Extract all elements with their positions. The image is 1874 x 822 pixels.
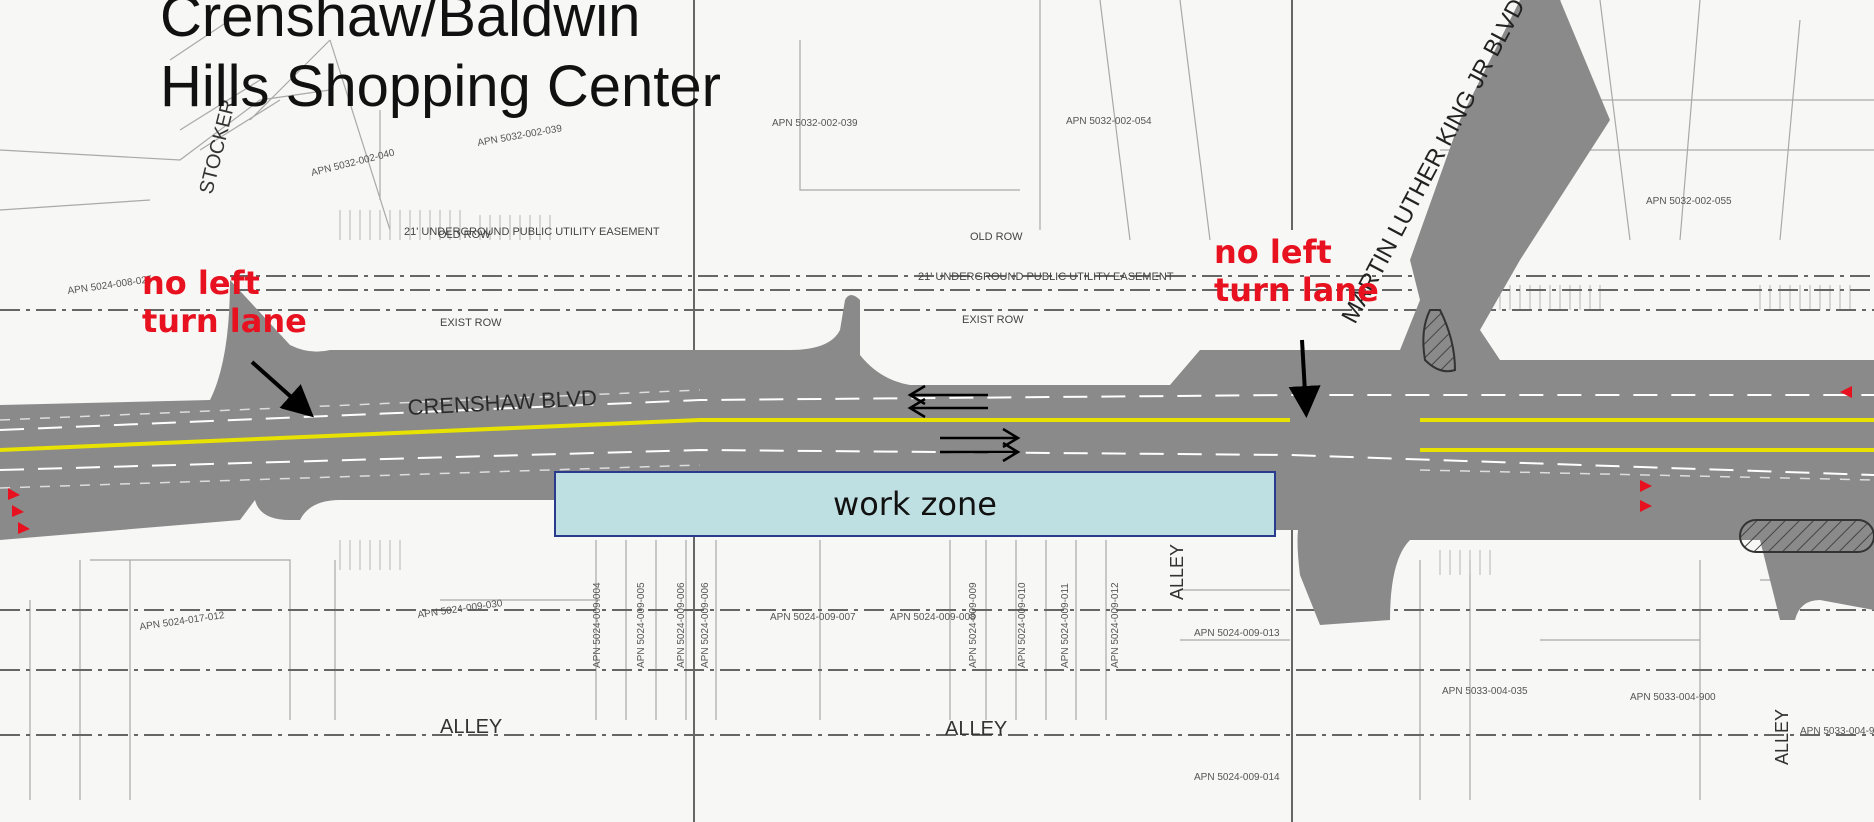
parcel-5024-009-007: APN 5024-009-007 [770,612,856,623]
parcel-5024-009-013: APN 5024-009-013 [1194,628,1280,639]
plan-notes: 21' UNDERGROUND PUBLIC UTILITY EASEMENT … [404,226,1174,329]
easement-note-left: 21' UNDERGROUND PUBLIC UTILITY EASEMENT [404,226,660,238]
page-title-line-1: Crenshaw/Baldwin [160,0,641,49]
hatched-islands [1422,309,1874,553]
easement-note-right: 21' UNDERGROUND PUBLIC UTILITY EASEMENT [918,271,1174,283]
parcel-5024-009-006-b: APN 5024-009-006 [700,582,711,668]
alley-label-center: ALLEY [945,718,1007,740]
parcel-5033-004-900: APN 5033-004-900 [1630,692,1716,703]
callout-pointer-arrows [250,339,1321,418]
callout-no-left-turn-east: no left turn lane [1214,233,1379,309]
parcel-5024-009-009: APN 5024-009-009 [968,582,979,668]
parcel-5024-009-008: APN 5024-009-008 [890,612,976,623]
callout-west-line-1: no left [142,264,260,302]
parcel-5024-009-014: APN 5024-009-014 [1194,772,1280,783]
page-title: Crenshaw/Baldwin Hills Shopping Center [160,0,721,122]
parcel-5033-004-035: APN 5033-004-035 [1442,686,1528,697]
lane-striping [0,389,1874,489]
callout-west-line-2: turn lane [142,302,307,340]
exist-row-note-right: EXIST ROW [962,314,1024,326]
callout-no-left-turn-west: no left turn lane [142,264,307,340]
alley-label-left: ALLEY [440,716,502,738]
callout-east-line-1: no left [1214,233,1332,271]
parcel-5032-002-039-a: APN 5032-002-039 [772,118,858,129]
callout-east-line-2: turn lane [1214,271,1379,309]
parcel-5024-009-010: APN 5024-009-010 [1017,582,1028,668]
parcel-linework [0,0,1874,800]
alley-label-vertical: ALLEY [1167,544,1187,600]
parcel-hatching [339,210,1851,575]
old-row-note-right: OLD ROW [970,231,1023,243]
page-title-line-2: Hills Shopping Center [160,54,721,119]
old-row-note-left: OLD ROW [438,229,491,241]
exist-row-note-left: EXIST ROW [440,317,502,329]
lane-markers [8,386,1852,534]
alley-label-right: ALLEY [1772,709,1792,765]
parcel-5032-002-055: APN 5032-002-055 [1646,196,1732,207]
parcel-5024-009-005: APN 5024-009-005 [636,582,647,668]
parcel-5024-009-004: APN 5024-009-004 [592,582,603,668]
traffic-direction-arrows [907,384,1021,463]
parcel-5024-009-011: APN 5024-009-011 [1060,583,1071,668]
parcel-5024-009-012: APN 5024-009-012 [1110,582,1121,668]
parcel-5032-002-054: APN 5032-002-054 [1066,116,1152,127]
parcel-5033-004-901: APN 5033-004-901 [1800,726,1874,737]
work-zone-label: work zone [833,485,997,523]
parcel-5024-009-006-a: APN 5024-009-006 [676,582,687,668]
work-zone-box [554,471,1276,537]
